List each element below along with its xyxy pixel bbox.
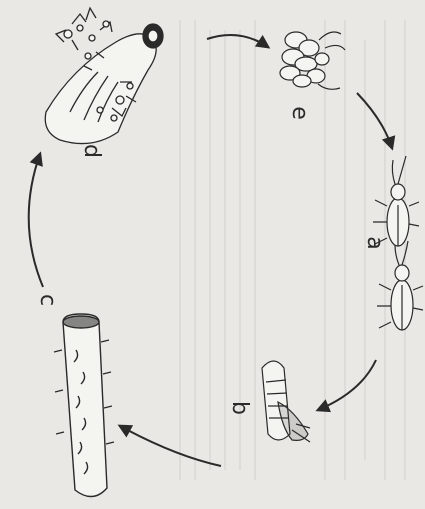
egg-mass-illustration <box>280 32 345 89</box>
adult-beetle-top <box>373 156 419 246</box>
pupa-in-wood-illustration <box>45 8 163 144</box>
arrow-e-to-a <box>357 93 392 148</box>
stage-label-d: d <box>79 144 104 158</box>
stage-label-a: a <box>362 236 387 249</box>
arrow-a-to-b <box>318 360 376 410</box>
stage-label-e: e <box>287 106 312 120</box>
arrow-c-to-d <box>29 154 43 287</box>
bleed-through-texture <box>180 20 405 480</box>
young-larva-illustration <box>262 361 310 442</box>
arrow-b-to-c <box>120 426 221 466</box>
stage-label-b: b <box>227 401 252 415</box>
adult-beetle-bottom <box>377 241 423 330</box>
grub-larva-illustration <box>54 314 114 497</box>
stage-label-c: c <box>35 294 60 306</box>
arrow-d-to-e <box>207 35 268 47</box>
